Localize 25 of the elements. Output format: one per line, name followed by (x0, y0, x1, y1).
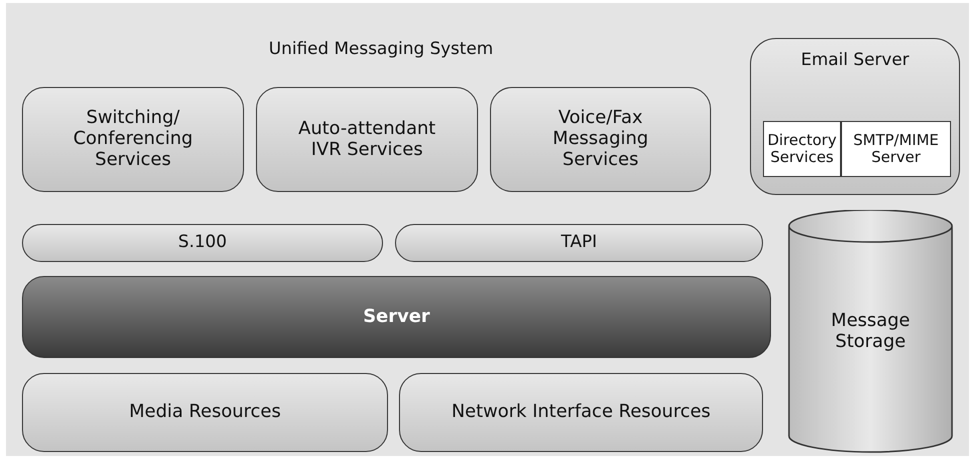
box-label: Network Interface Resources (450, 402, 712, 423)
box-label: Media Resources (128, 402, 282, 423)
service-box (841, 121, 951, 177)
service-box (22, 373, 388, 452)
service-box (490, 87, 711, 192)
service-box (399, 373, 763, 452)
server-bar (22, 276, 771, 358)
service-box (22, 87, 244, 192)
box-label: Server (362, 306, 431, 328)
service-box (750, 38, 960, 195)
box-label: Voice/Fax Messaging Services (552, 108, 650, 171)
box-heading: Email Server (800, 49, 910, 71)
box-label: Switching/ Conferencing Services (72, 108, 194, 171)
box-label: SMTP/MIME Server (852, 132, 940, 166)
service-box (763, 121, 841, 177)
service-box (22, 224, 383, 262)
storage-cylinder (788, 210, 953, 453)
diagram-title: Unified Messaging System (268, 39, 494, 59)
service-box (395, 224, 763, 262)
box-label: Message Storage (830, 310, 911, 352)
box-label: Auto-attendant IVR Services (297, 118, 437, 160)
box-label: TAPI (560, 233, 598, 253)
service-box (256, 87, 478, 192)
box-label: S.100 (177, 233, 228, 253)
box-label: Directory Services (766, 132, 838, 166)
